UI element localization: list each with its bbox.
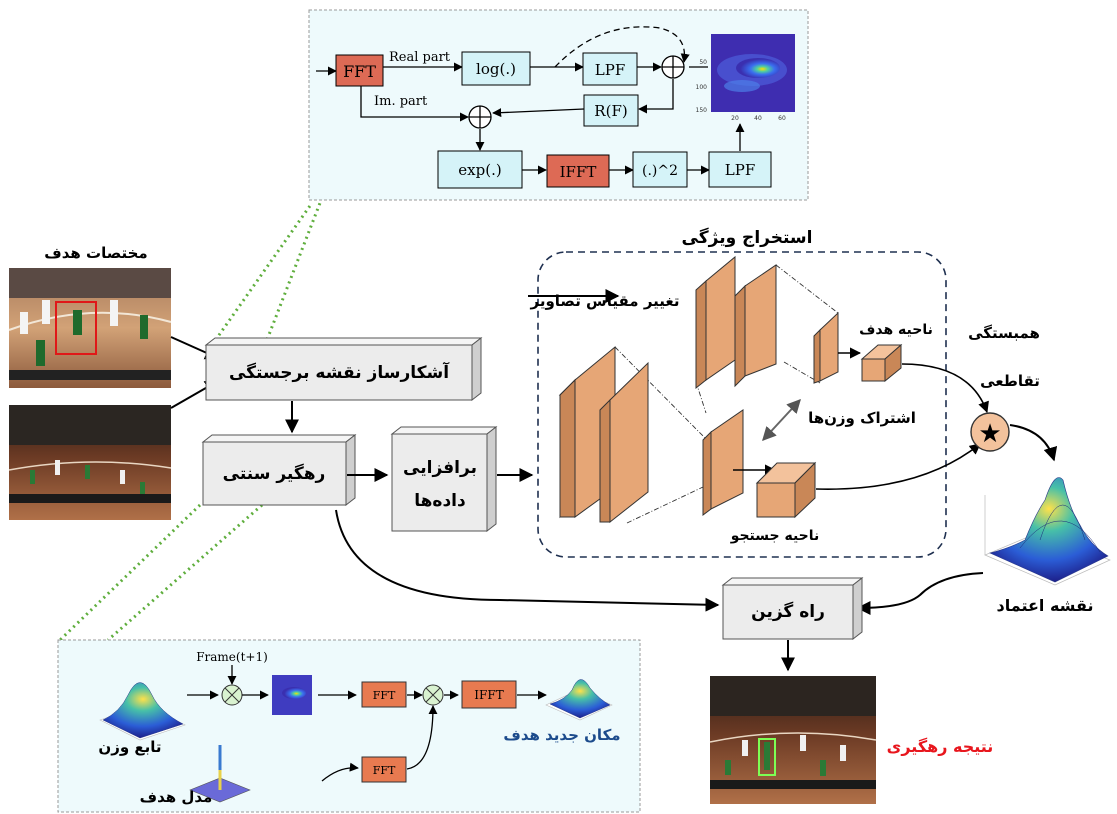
heatmap-xtick: 40 bbox=[754, 115, 762, 122]
fft-block bbox=[335, 54, 384, 87]
traditional-tracker-label: رهگیر سنتی bbox=[223, 463, 326, 484]
log-block bbox=[461, 51, 531, 86]
target-region-label: ناحیه هدف bbox=[859, 322, 933, 338]
confidence-map-label: نقشه اعتماد bbox=[997, 596, 1094, 615]
lpf-top-block bbox=[582, 52, 638, 86]
tracker-detail-panel: تابع وزن Frame(t+1) FFT IFFT مکان جدید ه… bbox=[57, 639, 641, 813]
switch-label: راه گزین bbox=[751, 601, 825, 622]
new-location-surface bbox=[545, 679, 613, 721]
augmentation-label-line1: برافزایی bbox=[403, 458, 477, 478]
square-label: (.)^2 bbox=[642, 163, 678, 179]
ifft-block-tracker bbox=[461, 680, 517, 709]
cross-correlation-node bbox=[970, 412, 1010, 452]
square-block bbox=[632, 151, 688, 188]
heatmap-ytick: 100 bbox=[696, 84, 708, 91]
heatmap-xtick: 60 bbox=[778, 115, 786, 122]
saliency-detector-box: آشکارساز نقشه برجستگی bbox=[204, 336, 483, 402]
weight-function-label: تابع وزن bbox=[98, 738, 161, 756]
search-small-map bbox=[710, 409, 744, 510]
correlation-label-line1: همبستگی bbox=[968, 324, 1040, 342]
search-region-output bbox=[756, 482, 796, 518]
heatmap-xtick: 20 bbox=[731, 115, 739, 122]
augmentation-label-line2: داده‌ها bbox=[414, 491, 466, 511]
ifft-block bbox=[546, 154, 610, 188]
input-frame-second bbox=[8, 405, 172, 520]
fft-block-a bbox=[361, 681, 407, 708]
exp-label: exp(.) bbox=[458, 161, 501, 179]
feature-extraction-title: استخراج ویژگی bbox=[682, 227, 813, 248]
result-box bbox=[758, 738, 776, 776]
rescale-label: تغییر مقیاس تصاویر bbox=[530, 292, 680, 310]
fft-a-label: FFT bbox=[373, 689, 396, 702]
feature-extraction-frame bbox=[537, 251, 947, 558]
fft-block-b bbox=[361, 756, 407, 783]
switch-box: راه گزین bbox=[721, 576, 864, 641]
weight-sharing-label: اشتراک وزن‌ها bbox=[808, 409, 916, 427]
saliency-detail-panel: FFT Real part Im. part log(.) LPF R(F) e… bbox=[308, 9, 809, 201]
search-region-label: ناحیه جستجو bbox=[730, 528, 820, 544]
fft-label: FFT bbox=[343, 62, 376, 81]
weight-function-surface bbox=[99, 682, 186, 741]
exp-block bbox=[437, 150, 523, 189]
saliency-heatmap: 50 100 150 20 40 60 bbox=[696, 34, 795, 122]
target-box bbox=[55, 301, 97, 355]
lpf-bottom-block bbox=[708, 151, 772, 188]
zoom-lines-top bbox=[210, 202, 322, 346]
ifft-label: IFFT bbox=[560, 163, 597, 181]
rf-label: R(F) bbox=[594, 102, 627, 120]
saliency-detector-label: آشکارساز نقشه برجستگی bbox=[229, 361, 450, 383]
target-feature-map-1 bbox=[705, 255, 736, 381]
traditional-tracker-box: رهگیر سنتی bbox=[201, 433, 357, 507]
search-feature-map-2 bbox=[609, 361, 649, 524]
frame-label: Frame(t+1) bbox=[196, 650, 268, 664]
lpf-bottom-label: LPF bbox=[725, 161, 755, 179]
confidence-map-surface bbox=[984, 477, 1111, 586]
tracking-result-frame bbox=[709, 676, 877, 804]
lpf-top-label: LPF bbox=[595, 61, 625, 79]
ifft-tracker-label: IFFT bbox=[474, 688, 503, 702]
weighted-frame-heatmap bbox=[272, 675, 312, 715]
fft-b-label: FFT bbox=[373, 764, 396, 777]
target-coords-label: مختصات هدف bbox=[44, 244, 147, 262]
target-model-label: مدل هدف bbox=[140, 788, 213, 806]
zoom-lines-bottom bbox=[58, 503, 263, 642]
log-label: log(.) bbox=[476, 60, 516, 78]
target-region-output bbox=[861, 358, 886, 382]
input-frame-first bbox=[8, 268, 172, 388]
real-part-label: Real part bbox=[389, 50, 451, 65]
correlation-label-line2: تقاطعی bbox=[980, 372, 1040, 390]
heatmap-ytick: 50 bbox=[699, 59, 707, 66]
target-feature-map-2 bbox=[744, 264, 777, 377]
tracking-result-label: نتیجه رهگیری bbox=[887, 737, 994, 756]
new-location-label: مکان جدید هدف bbox=[503, 726, 620, 744]
feature-extraction-panel: استخراج ویژگی تغییر مقیاس تصاویر bbox=[528, 227, 947, 558]
data-augmentation-box: برافزایی داده‌ها bbox=[390, 425, 498, 533]
target-model-surface bbox=[189, 745, 251, 803]
rf-block bbox=[583, 94, 639, 127]
star-icon: ★ bbox=[978, 419, 1001, 449]
im-part-label: Im. part bbox=[374, 94, 428, 109]
target-small-map bbox=[819, 311, 839, 382]
heatmap-ytick: 150 bbox=[696, 107, 708, 114]
